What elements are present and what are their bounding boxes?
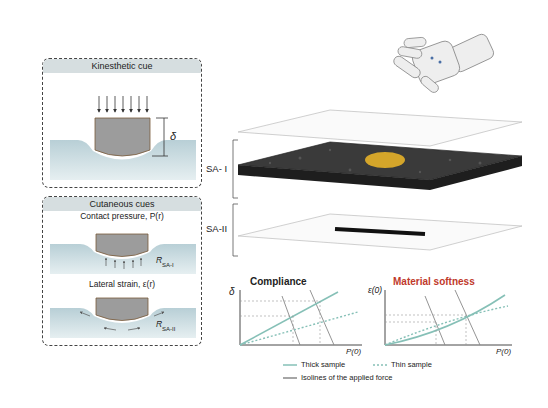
cue-name: Lateral strain, ε(r)	[89, 280, 155, 289]
robot-hand	[392, 32, 496, 94]
projections	[385, 315, 466, 345]
axis-label: P(0)	[346, 348, 361, 357]
legend-text: Thick sample	[301, 360, 345, 369]
axes	[385, 290, 512, 345]
axis-label: δ	[229, 286, 235, 297]
legend-sample	[282, 374, 298, 382]
axis-label: ε(0)	[368, 286, 382, 295]
pressure-figure	[50, 234, 196, 274]
legend-entry: Isolines of the applied force	[282, 373, 392, 382]
projections	[240, 301, 320, 345]
isoline	[425, 296, 445, 345]
foam-texture	[269, 149, 482, 173]
axes	[240, 290, 362, 345]
sensor-stack	[233, 110, 522, 256]
indenter	[96, 298, 148, 321]
thin-curve	[385, 306, 508, 345]
depth-symbol: δ	[170, 130, 176, 142]
legend-sample	[282, 361, 298, 369]
legend-text: Isolines of the applied force	[301, 373, 392, 382]
receptor-subscript: SA-II	[162, 326, 175, 333]
cue-panel: Kinesthetic cue	[42, 58, 202, 188]
depth-dimension	[152, 118, 168, 156]
chart-title: Compliance	[250, 276, 307, 287]
indenter	[95, 118, 150, 156]
finger	[404, 37, 427, 48]
legend-text: Thin sample	[391, 360, 432, 369]
sensor-dot	[439, 61, 442, 64]
panel-heading: Cutaneous cues	[43, 197, 201, 211]
layer-name: SA- I	[206, 164, 227, 174]
thin-curve	[240, 312, 358, 345]
thumb	[419, 75, 440, 95]
kinesthetic-figure	[50, 96, 196, 180]
thick-curve	[385, 295, 505, 345]
softness-chart	[385, 290, 512, 345]
legend-sample	[372, 361, 388, 369]
receptor-subscript: SA-I	[162, 262, 174, 269]
layer-brackets	[233, 140, 238, 256]
sensing-patch	[365, 152, 405, 168]
legend-entry: Thin sample	[372, 360, 432, 369]
strain-figure	[50, 298, 196, 338]
strain-arrows	[80, 312, 164, 330]
receptor-symbol: R	[156, 320, 162, 329]
thick-curve	[240, 292, 338, 345]
layer-name: SA-II	[206, 224, 227, 234]
legend-entry: Thick sample	[282, 360, 345, 369]
panel-heading: Kinesthetic cue	[43, 59, 201, 73]
foam-layer	[238, 142, 522, 180]
chart-title: Material softness	[393, 276, 475, 287]
finger	[397, 46, 422, 59]
cue-name: Contact pressure, P(r)	[80, 212, 164, 221]
receptor-symbol: R	[156, 256, 162, 265]
top-sheet	[238, 110, 522, 146]
axis-label: P(0)	[496, 348, 511, 357]
isoline	[310, 290, 334, 345]
bottom-sheet	[238, 214, 522, 250]
indenter	[96, 234, 148, 257]
strain-gauge	[335, 229, 425, 234]
sensor-dot	[431, 57, 434, 60]
force-arrows	[99, 96, 147, 112]
pressure-arrows	[106, 258, 141, 269]
compliance-chart	[240, 290, 362, 345]
